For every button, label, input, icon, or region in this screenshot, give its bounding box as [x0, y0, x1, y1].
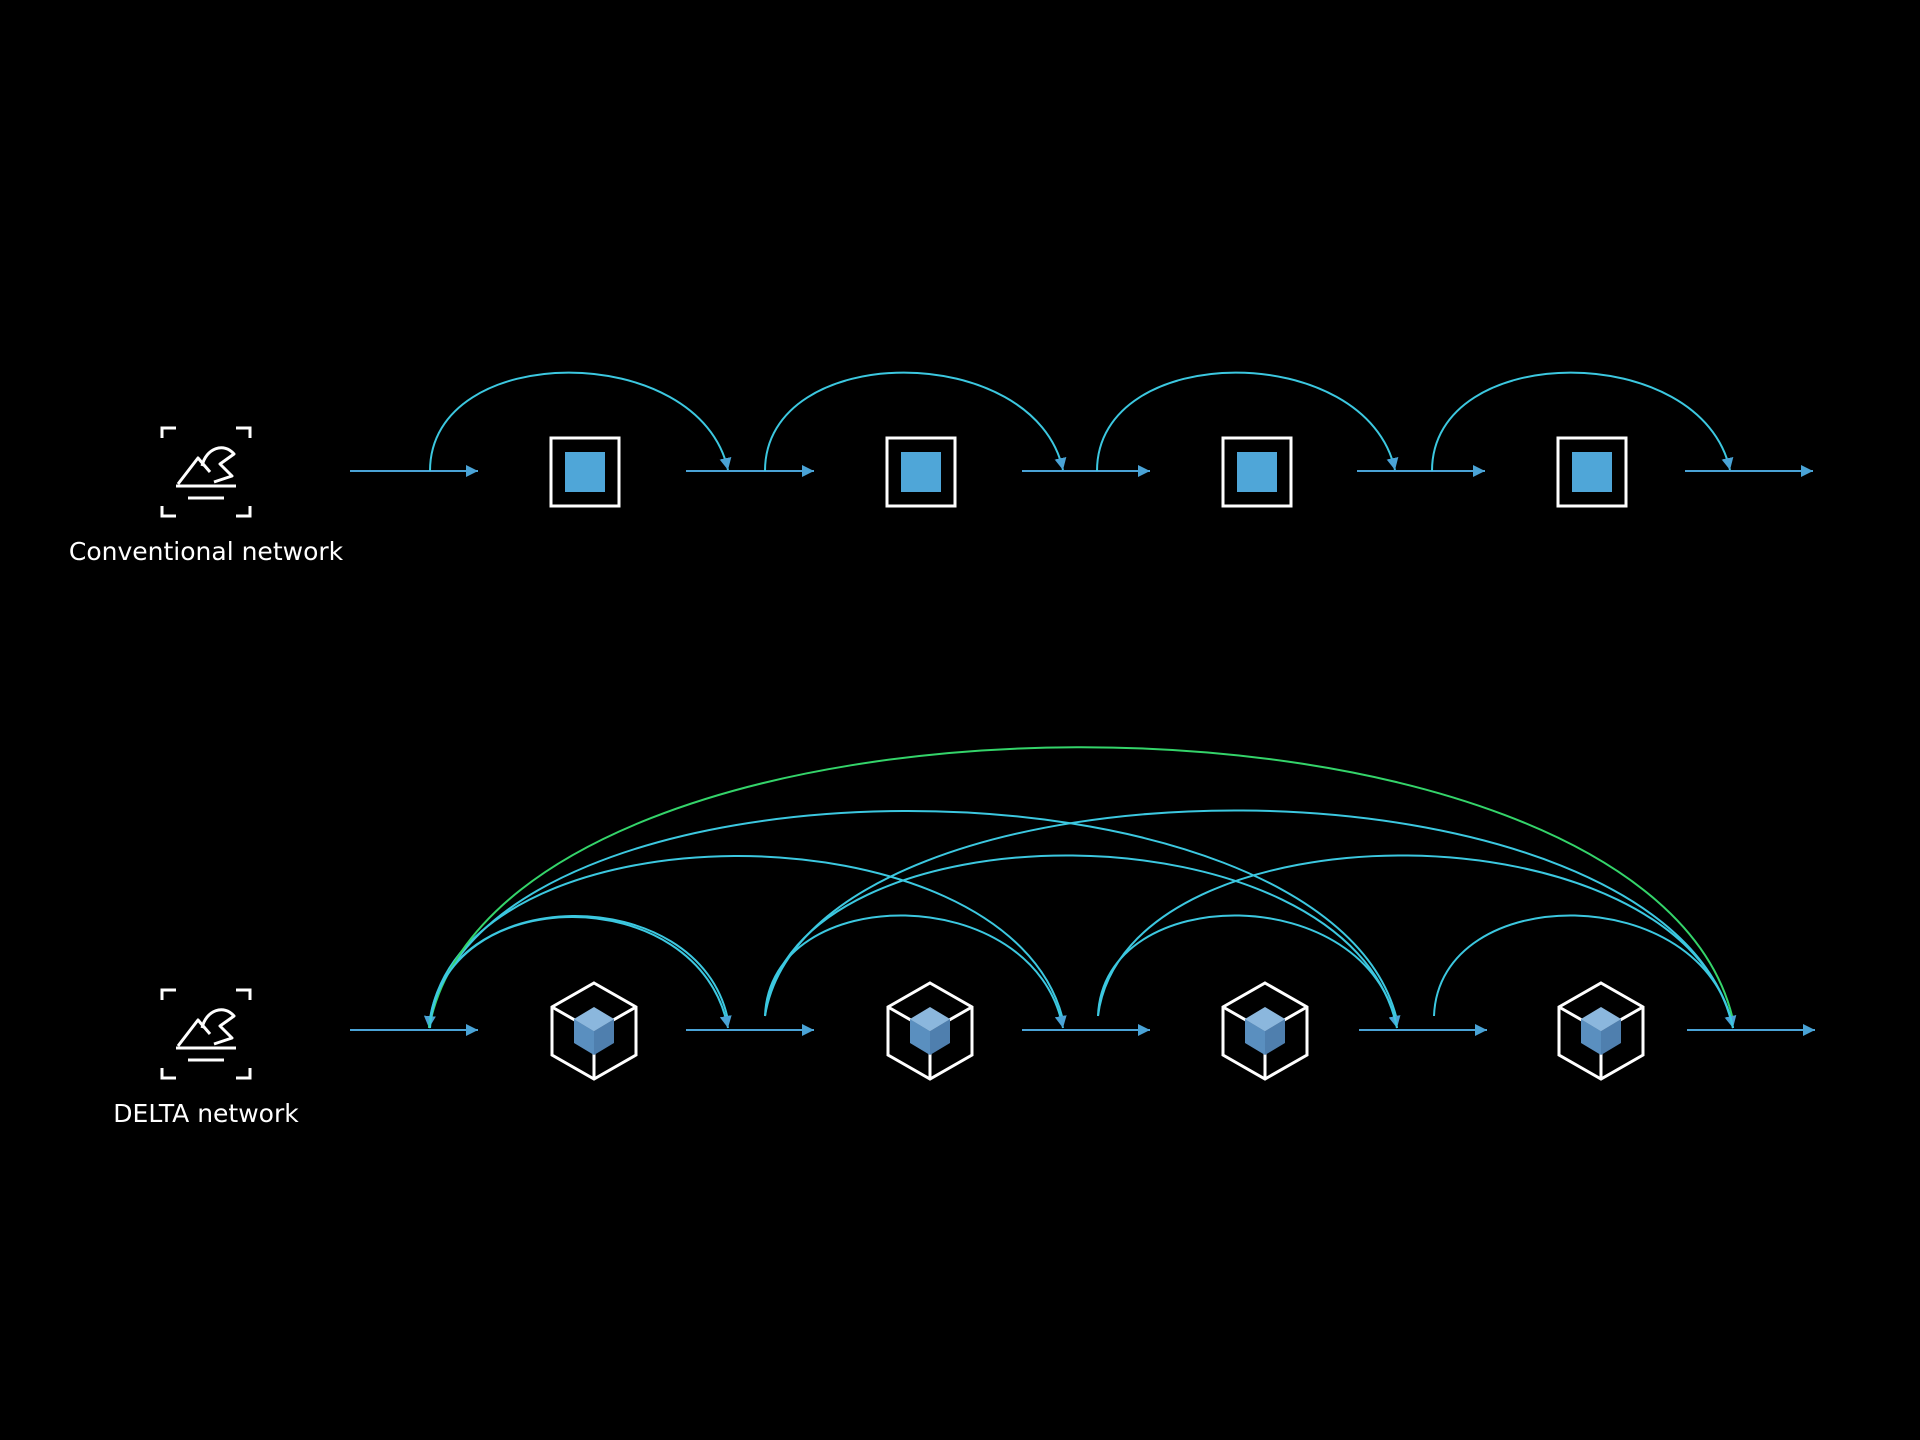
layer-square-icon	[1221, 436, 1293, 508]
dense-skip-arc	[423, 915, 729, 1029]
skip-connection-arc	[429, 371, 732, 472]
skip-connection-arc	[764, 371, 1067, 472]
layer-square-icon	[1556, 436, 1628, 508]
conventional-row: Conventional network	[69, 371, 1813, 566]
layer-square-icon	[549, 436, 621, 508]
dense-skip-arc	[429, 916, 732, 1029]
delta-row-label: DELTA network	[113, 1099, 299, 1128]
layer-cube-icon	[886, 981, 974, 1081]
dense-skip-arc	[764, 854, 1401, 1029]
layer-cube-icon	[1557, 981, 1645, 1081]
conventional-row-label: Conventional network	[69, 537, 344, 566]
dense-skip-arc	[428, 855, 1064, 1029]
input-image-scan-icon	[160, 426, 252, 518]
input-image-scan-icon	[160, 988, 252, 1080]
skip-connection-arc	[1096, 371, 1399, 472]
layer-square-icon	[885, 436, 957, 508]
dense-skip-arc-long	[428, 746, 1734, 1029]
delta-row: DELTA network	[113, 746, 1815, 1128]
layer-cube-icon	[550, 981, 638, 1081]
dense-skip-arc	[428, 810, 1398, 1029]
layer-cube-icon	[1221, 981, 1309, 1081]
dense-skip-arc	[1097, 854, 1734, 1029]
skip-connection-arc	[1431, 371, 1734, 472]
dense-skip-arc	[764, 809, 1737, 1029]
dense-skip-arc	[1433, 914, 1734, 1029]
